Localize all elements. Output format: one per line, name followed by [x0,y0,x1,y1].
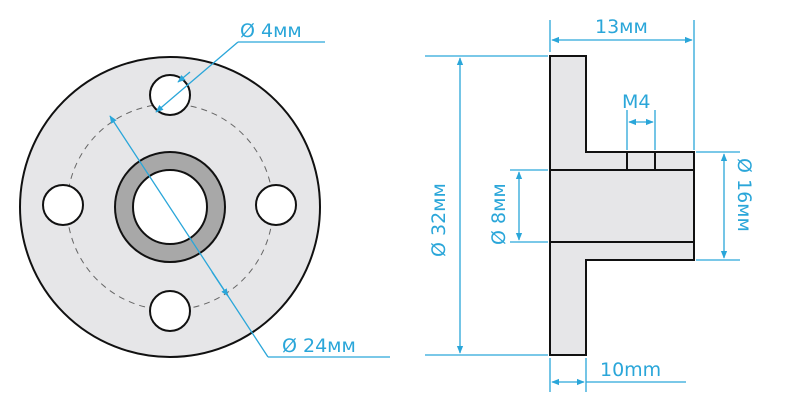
flange-thickness-label: 10mm [600,359,661,381]
bore-dia-label: Ø 8мм [488,183,510,245]
mount-hole-left [42,184,84,226]
pcd-dim-line [109,115,269,358]
mount-hole-bottom [149,290,191,332]
side-profile [549,55,695,356]
front-view: Ø 4мм Ø 24мм [19,20,390,358]
hole-dia-label: Ø 4мм [240,20,302,42]
hole-dia-leader [155,41,239,113]
mount-hole-top [149,74,191,116]
pcd-label: Ø 24мм [282,335,356,357]
mount-hole-right [255,184,297,226]
flange-dia-label: Ø 32мм [428,183,450,257]
thread-label: M4 [622,91,650,113]
pcd-dim-arrow-end [211,271,229,297]
body-dia-label: Ø 16мм [733,158,755,232]
total-length-label: 13мм [595,16,648,38]
side-view: 13мм M4 Ø 32мм Ø 8мм Ø 16мм 10mm [425,16,755,392]
hole-dia-leader-2 [177,71,191,83]
